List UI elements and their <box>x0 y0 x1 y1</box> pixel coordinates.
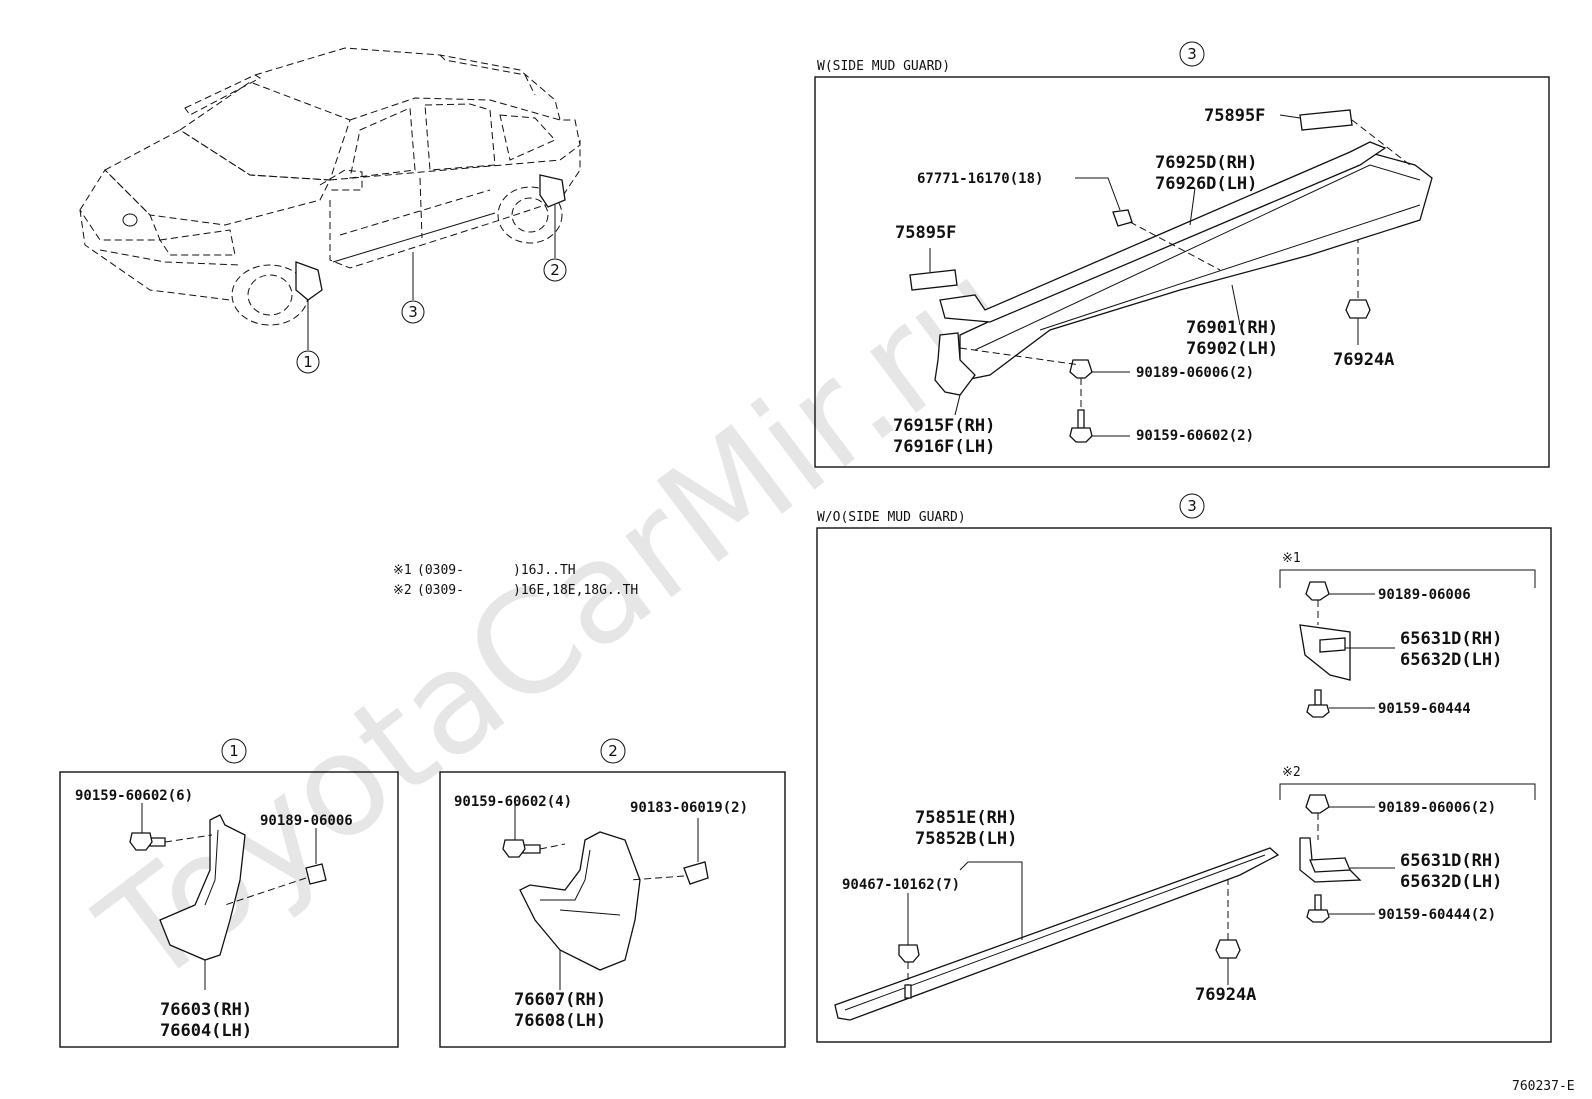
label-90159-60602-2: 90159-60602(2) <box>1136 428 1254 444</box>
mark-1: ※1 <box>1282 551 1301 566</box>
rear-guard-frame <box>439 771 786 1048</box>
callout-1-panel: 1 <box>229 742 239 760</box>
callout-2-panel: 2 <box>608 742 618 760</box>
label-76604-lh: 76604(LH) <box>160 1021 252 1041</box>
note-1-mark: ※1 <box>393 563 412 578</box>
panel-without-side-mud-guard: W/O(SIDE MUD GUARD) 3 ※1 ※2 90189-06006 … <box>816 493 1552 1043</box>
label-75895f-left: 75895F <box>895 223 956 243</box>
label-b-65631d-rh: 65631D(RH) <box>1400 851 1502 871</box>
panel-with-side-mud-guard: W(SIDE MUD GUARD) 3 <box>814 41 1550 468</box>
label-90467-10162: 90467-10162(7) <box>842 877 960 893</box>
note-2-mark: ※2 <box>393 583 412 598</box>
label-a-65631d-rh: 65631D(RH) <box>1400 629 1502 649</box>
panel-front-mud-guard: 1 90159-60602(6) 90189-06006 76603(RH) 7… <box>59 738 399 1048</box>
label-a-65632d-lh: 65632D(LH) <box>1400 650 1502 670</box>
callout-3-car: 3 <box>408 303 418 321</box>
label-b-65632d-lh: 65632D(LH) <box>1400 872 1502 892</box>
note-2-code: (0309- <box>417 583 464 598</box>
callout-3-with: 3 <box>1187 45 1197 63</box>
car-overview-illustration: 1 3 2 <box>79 47 581 374</box>
label-76901-rh: 76901(RH) <box>1186 318 1278 338</box>
label-76902-lh: 76902(LH) <box>1186 339 1278 359</box>
without-guard-frame <box>816 527 1552 1043</box>
label-76608-lh: 76608(LH) <box>514 1011 606 1031</box>
note-1-code: (0309- <box>417 563 464 578</box>
callout-3-without: 3 <box>1187 497 1197 515</box>
label-76925d-rh: 76925D(RH) <box>1155 153 1257 173</box>
label-75851e-rh: 75851E(RH) <box>915 808 1017 828</box>
label-76924a-without: 76924A <box>1195 985 1256 1005</box>
applicability-notes: ※1 (0309- )16J..TH ※2 (0309- )16E,18E,18… <box>393 563 638 598</box>
label-90183-06019-2: 90183-06019(2) <box>630 800 748 816</box>
label-b-90159-60444-2: 90159-60444(2) <box>1378 907 1496 923</box>
callout-1-car: 1 <box>303 353 313 371</box>
panel-rear-mud-guard: 2 90159-60602(4) 90183-06019(2) 76607(RH… <box>439 738 786 1048</box>
note-1-models: )16J..TH <box>513 563 576 578</box>
label-b-90189-06006-2: 90189-06006(2) <box>1378 800 1496 816</box>
label-76915f-rh: 76915F(RH) <box>893 416 995 436</box>
with-guard-header: W(SIDE MUD GUARD) <box>817 59 950 74</box>
callout-2-car: 2 <box>550 261 560 279</box>
label-75895f-top: 75895F <box>1204 106 1265 126</box>
label-a-90159-60444: 90159-60444 <box>1378 701 1471 717</box>
label-a-90189-06006: 90189-06006 <box>1378 587 1471 603</box>
front-guard-frame <box>59 771 399 1048</box>
label-76916f-lh: 76916F(LH) <box>893 437 995 457</box>
label-76603-rh: 76603(RH) <box>160 1000 252 1020</box>
label-76926d-lh: 76926D(LH) <box>1155 174 1257 194</box>
without-guard-header: W/O(SIDE MUD GUARD) <box>817 510 966 525</box>
note-2-models: )16E,18E,18G..TH <box>513 583 638 598</box>
diagram-code: 760237-E <box>1512 1079 1575 1094</box>
label-75852b-lh: 75852B(LH) <box>915 829 1017 849</box>
label-76607-rh: 76607(RH) <box>514 990 606 1010</box>
label-front-90189-06006: 90189-06006 <box>260 813 353 829</box>
label-67771-16170: 67771-16170(18) <box>917 171 1043 187</box>
mark-2: ※2 <box>1282 765 1301 780</box>
label-front-90159-60602-6: 90159-60602(6) <box>75 788 193 804</box>
label-rear-90159-60602-4: 90159-60602(4) <box>454 794 572 810</box>
label-90189-06006-2: 90189-06006(2) <box>1136 365 1254 381</box>
label-76924a-with: 76924A <box>1333 350 1394 370</box>
with-guard-frame <box>814 76 1550 468</box>
